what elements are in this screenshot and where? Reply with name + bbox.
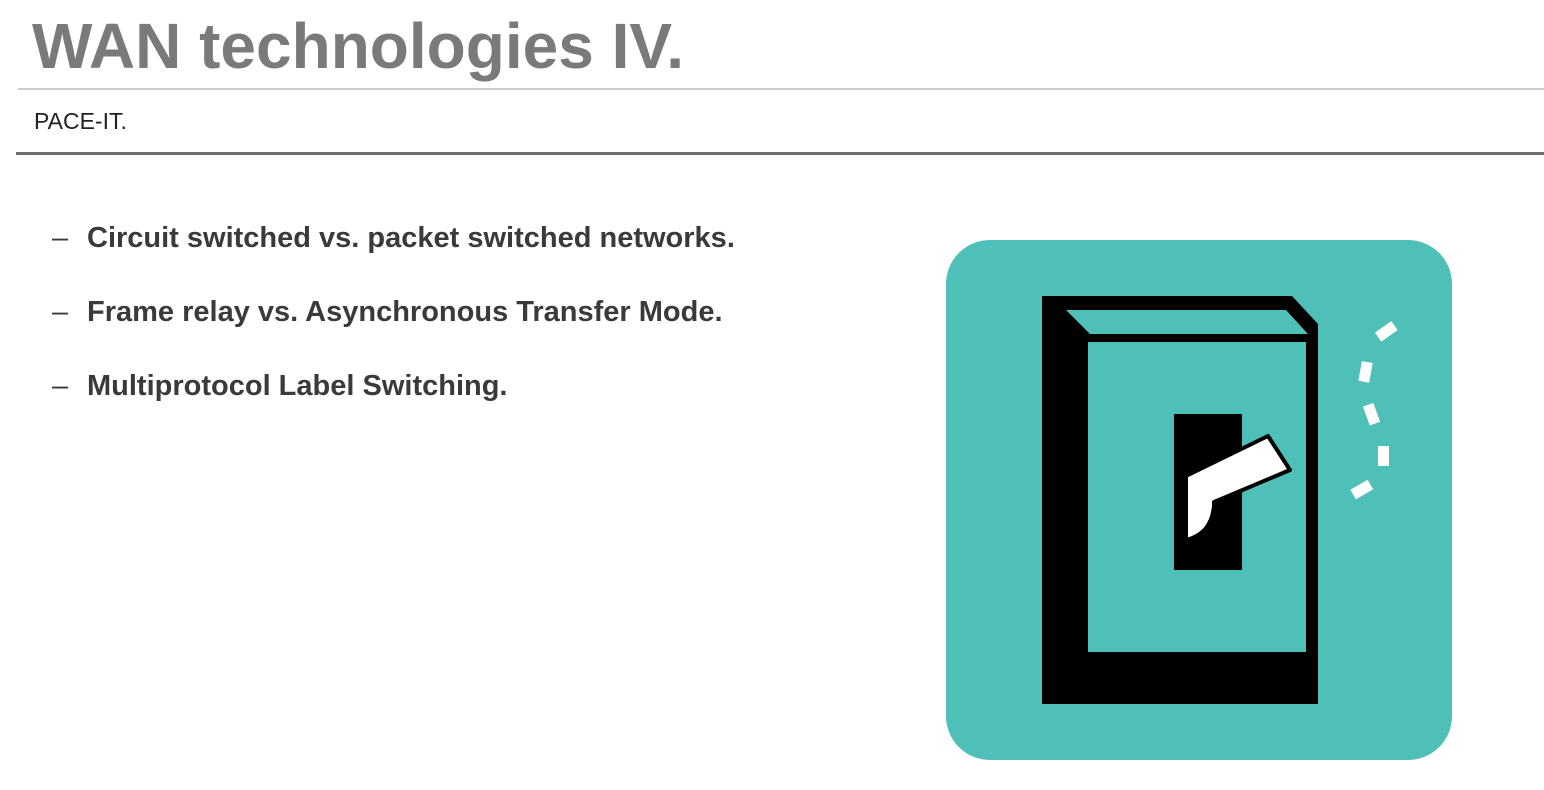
title-divider (18, 88, 1544, 90)
bullet-text: Circuit switched vs. packet switched net… (87, 222, 735, 254)
bullet-item: – Frame relay vs. Asynchronous Transfer … (52, 292, 752, 332)
electrical-switch-box-icon (946, 240, 1452, 760)
lever-handle (1184, 434, 1292, 542)
spark-dash (1362, 402, 1381, 426)
switch-box-lid (1066, 310, 1308, 334)
spark-dash (1378, 446, 1389, 466)
bullet-item: – Multiprotocol Label Switching. (52, 366, 752, 406)
bullet-dash: – (52, 296, 69, 328)
spark-dash (1350, 479, 1374, 500)
header-divider (16, 152, 1544, 155)
slide-subtitle: PACE-IT. (34, 108, 127, 134)
bullet-list: – Circuit switched vs. packet switched n… (52, 218, 752, 440)
slide-title: WAN technologies IV. (32, 10, 684, 82)
bullet-text: Multiprotocol Label Switching. (87, 370, 508, 402)
bullet-text: Frame relay vs. Asynchronous Transfer Mo… (87, 296, 723, 328)
spark-dash (1374, 321, 1398, 342)
bullet-dash: – (52, 222, 69, 254)
bullet-dash: – (52, 370, 69, 402)
spark-dash (1358, 361, 1373, 383)
bullet-item: – Circuit switched vs. packet switched n… (52, 218, 752, 258)
